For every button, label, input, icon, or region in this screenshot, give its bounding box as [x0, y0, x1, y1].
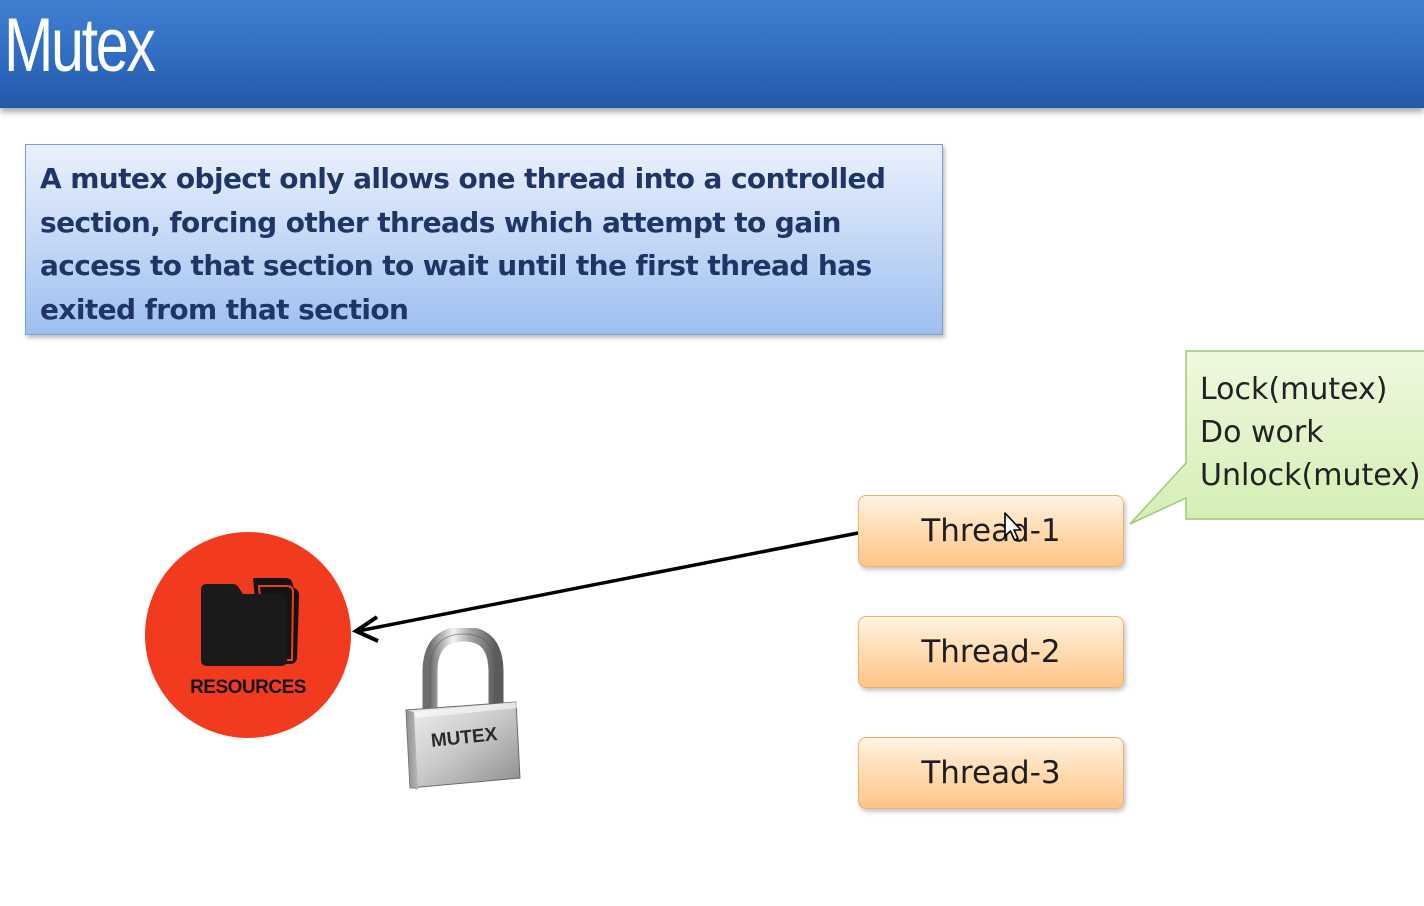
callout-line-work: Do work — [1200, 415, 1324, 450]
slide-title: Mutex — [4, 3, 156, 88]
title-bar: Mutex — [0, 0, 1424, 108]
resources-circle: RESOURCES — [145, 532, 351, 738]
callout-line-unlock: Unlock(mutex) — [1200, 458, 1421, 493]
thread-3-box: Thread-3 — [858, 737, 1124, 809]
definition-text: A mutex object only allows one thread in… — [40, 162, 886, 326]
callout-line-lock: Lock(mutex) — [1200, 372, 1388, 407]
folder-icon — [201, 578, 299, 666]
mouse-cursor-icon — [1004, 512, 1022, 541]
resources-label: RESOURCES — [190, 677, 306, 698]
definition-box: A mutex object only allows one thread in… — [25, 144, 943, 335]
thread-2-box: Thread-2 — [858, 616, 1124, 688]
padlock-icon — [405, 626, 521, 790]
thread-1-box: Thread-1 — [858, 495, 1124, 567]
callout-text: Lock(mutex) Do work Unlock(mutex) — [1200, 368, 1421, 497]
padlock: MUTEX — [400, 626, 526, 798]
